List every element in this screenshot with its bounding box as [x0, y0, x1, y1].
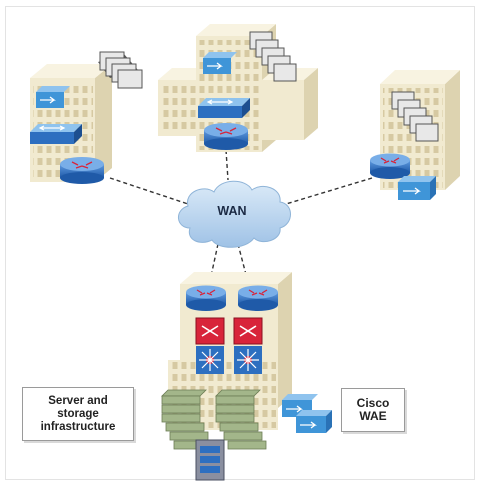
top-branch-wae-icon: [203, 52, 237, 74]
link-top-branch: [225, 149, 229, 181]
datacenter-switch-a-icon: [196, 346, 224, 374]
right-branch-pc-icon: [391, 91, 439, 142]
left-branch-building-icon: [30, 51, 143, 184]
left-branch-router-icon: [60, 157, 104, 184]
top-branch-router-icon: [204, 123, 248, 150]
datacenter-firewall-a-icon: [195, 317, 225, 345]
wan-label: WAN: [217, 204, 247, 218]
server-stack-b-icon: [215, 389, 267, 450]
datacenter-firewall-b-icon: [233, 317, 263, 345]
left-branch-wae-icon: [36, 86, 70, 108]
storage-array-icon: [195, 439, 225, 481]
left-branch-pc-icon: [98, 51, 143, 89]
wan-cloud-icon: [178, 180, 291, 248]
datacenter-wae-icon: [282, 394, 332, 433]
datacenter-router-a-icon: [186, 285, 226, 311]
datacenter-switch-b-icon: [234, 346, 262, 374]
top-branch-pc-icon: [249, 31, 297, 82]
top-branch-building-icon: [158, 24, 318, 152]
right-branch-router-icon: [370, 153, 410, 179]
right-branch-wae-icon: [398, 176, 436, 200]
server-storage-label: Server and storage infrastructure: [22, 387, 134, 441]
link-datacenter-a: [207, 243, 219, 291]
datacenter-router-b-icon: [238, 285, 278, 311]
top-branch-switch-icon: [198, 98, 250, 118]
diagram-frame: [5, 6, 475, 480]
right-branch-building-icon: [370, 70, 460, 200]
left-branch-switch-icon: [30, 124, 82, 144]
wan-links: [109, 149, 373, 291]
link-right-branch: [285, 177, 373, 205]
link-left-branch: [109, 177, 189, 205]
cisco-wae-label: Cisco WAE: [341, 388, 405, 432]
link-datacenter-b: [237, 243, 251, 291]
